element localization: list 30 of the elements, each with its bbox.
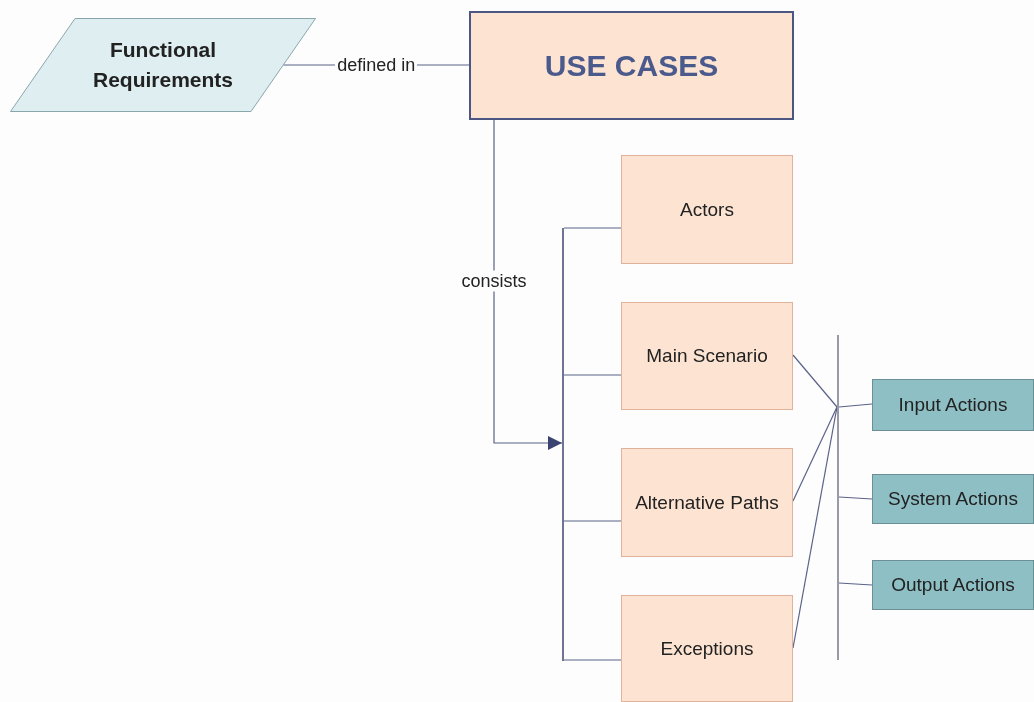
component-box <box>621 302 793 410</box>
requirements-parallelogram <box>10 18 316 112</box>
node-label: Alternative Paths <box>635 490 779 515</box>
use-cases-box <box>469 11 794 120</box>
node-label: System Actions <box>888 487 1018 512</box>
connector-line <box>838 496 873 500</box>
node-label: Functional Requirements <box>91 36 234 93</box>
connector-line <box>838 403 873 408</box>
connector-line <box>563 374 622 376</box>
connector-line <box>792 354 838 408</box>
connector-line <box>563 227 622 229</box>
action-box <box>872 560 1034 610</box>
node-label: Exceptions <box>660 636 754 661</box>
node-label: Actors <box>680 197 734 222</box>
connector-line <box>792 406 838 649</box>
connector-line <box>563 659 622 661</box>
component-box <box>621 448 793 557</box>
connector-line <box>493 119 563 450</box>
node-label: Input Actions <box>898 393 1008 418</box>
action-box <box>872 474 1034 524</box>
connector-line <box>792 406 838 502</box>
component-box <box>621 155 793 264</box>
component-box <box>621 595 793 702</box>
action-box <box>872 379 1034 431</box>
edge-label: consists <box>459 270 529 292</box>
node-label: Output Actions <box>891 573 1015 598</box>
node-label: Main Scenario <box>646 344 768 369</box>
connector-line <box>838 582 873 586</box>
node-label: USE CASES <box>544 47 719 84</box>
connector-line <box>563 520 622 522</box>
